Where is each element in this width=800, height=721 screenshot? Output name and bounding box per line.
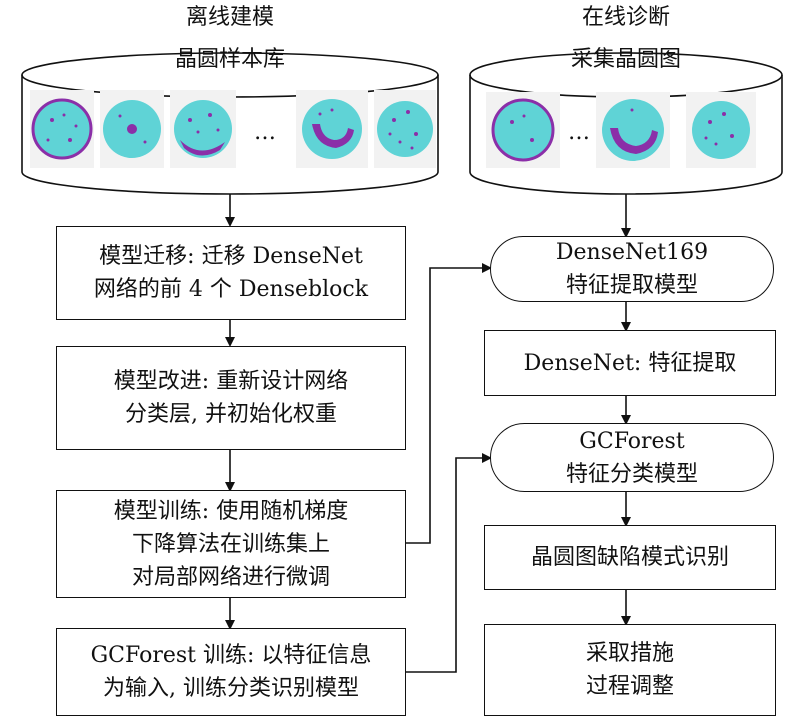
node-gcforest-model: GCForest 特征分类模型 [490, 423, 774, 492]
step-process-adjustment: 采取措施 过程调整 [484, 624, 776, 716]
wafer-thumbnail [30, 90, 94, 168]
step-text-line: GCForest 训练: 以特征信息 [90, 643, 372, 668]
collected-wafer-maps-label: 采集晶圆图 [570, 47, 681, 72]
step-text-line: 为输入, 训练分类识别模型 [103, 676, 359, 701]
step-text-line: GCForest [579, 428, 685, 454]
step-model-transfer: 模型迁移: 迁移 DenseNet 网络的前 4 个 Denseblock [56, 226, 406, 320]
wafer-thumbnail [486, 92, 560, 168]
step-text-line: 模型训练: 使用随机梯度 [113, 498, 349, 524]
wafer-thumbnail [374, 90, 436, 168]
more-maps-ellipsis: … [568, 120, 590, 145]
wafer-thumbnail [100, 90, 164, 168]
step-text-line: DenseNet: 特征提取 [523, 350, 737, 376]
step-text-line: 对局部网络进行微调 [131, 564, 330, 590]
step-model-training: 模型训练: 使用随机梯度 下降算法在训练集上 对局部网络进行微调 [56, 490, 406, 598]
step-gcforest-training: GCForest 训练: 以特征信息 为输入, 训练分类识别模型 [56, 628, 406, 716]
node-densenet169-model: DenseNet169 特征提取模型 [490, 236, 774, 302]
step-model-improvement: 模型改进: 重新设计网络 分类层, 并初始化权重 [56, 346, 406, 450]
wafer-thumbnail [170, 90, 236, 168]
offline-section-title: 离线建模 [185, 5, 274, 30]
step-text-line: 采取措施 [585, 641, 674, 666]
step-defect-pattern-recognition: 晶圆图缺陷模式识别 [484, 525, 776, 590]
wafer-sample-library-label: 晶圆样本库 [174, 47, 285, 72]
step-text-line: 下降算法在训练集上 [131, 531, 330, 557]
step-text-line: 模型迁移: 迁移 DenseNet [99, 244, 363, 269]
step-densenet-feature-extraction: DenseNet: 特征提取 [484, 330, 776, 396]
step-text-line: DenseNet169 [555, 240, 709, 265]
step-text-line: 特征分类模型 [565, 461, 698, 487]
step-text-line: 特征提取模型 [565, 273, 698, 298]
arrow-gcforest-train-to-model [406, 453, 492, 673]
step-text-line: 网络的前 4 个 Denseblock [93, 277, 369, 302]
step-text-line: 模型改进: 重新设计网络 [113, 369, 349, 394]
wafer-thumbnail [296, 90, 368, 168]
step-text-line: 过程调整 [585, 674, 674, 699]
wafer-thumbnail [686, 92, 756, 168]
wafer-thumbnail [596, 92, 670, 168]
more-samples-ellipsis: … [254, 120, 276, 145]
online-section-title: 在线诊断 [581, 5, 670, 30]
step-text-line: 分类层, 并初始化权重 [125, 402, 337, 427]
arrow-train-to-densenet169 [406, 263, 492, 544]
step-text-line: 晶圆图缺陷模式识别 [530, 545, 729, 570]
